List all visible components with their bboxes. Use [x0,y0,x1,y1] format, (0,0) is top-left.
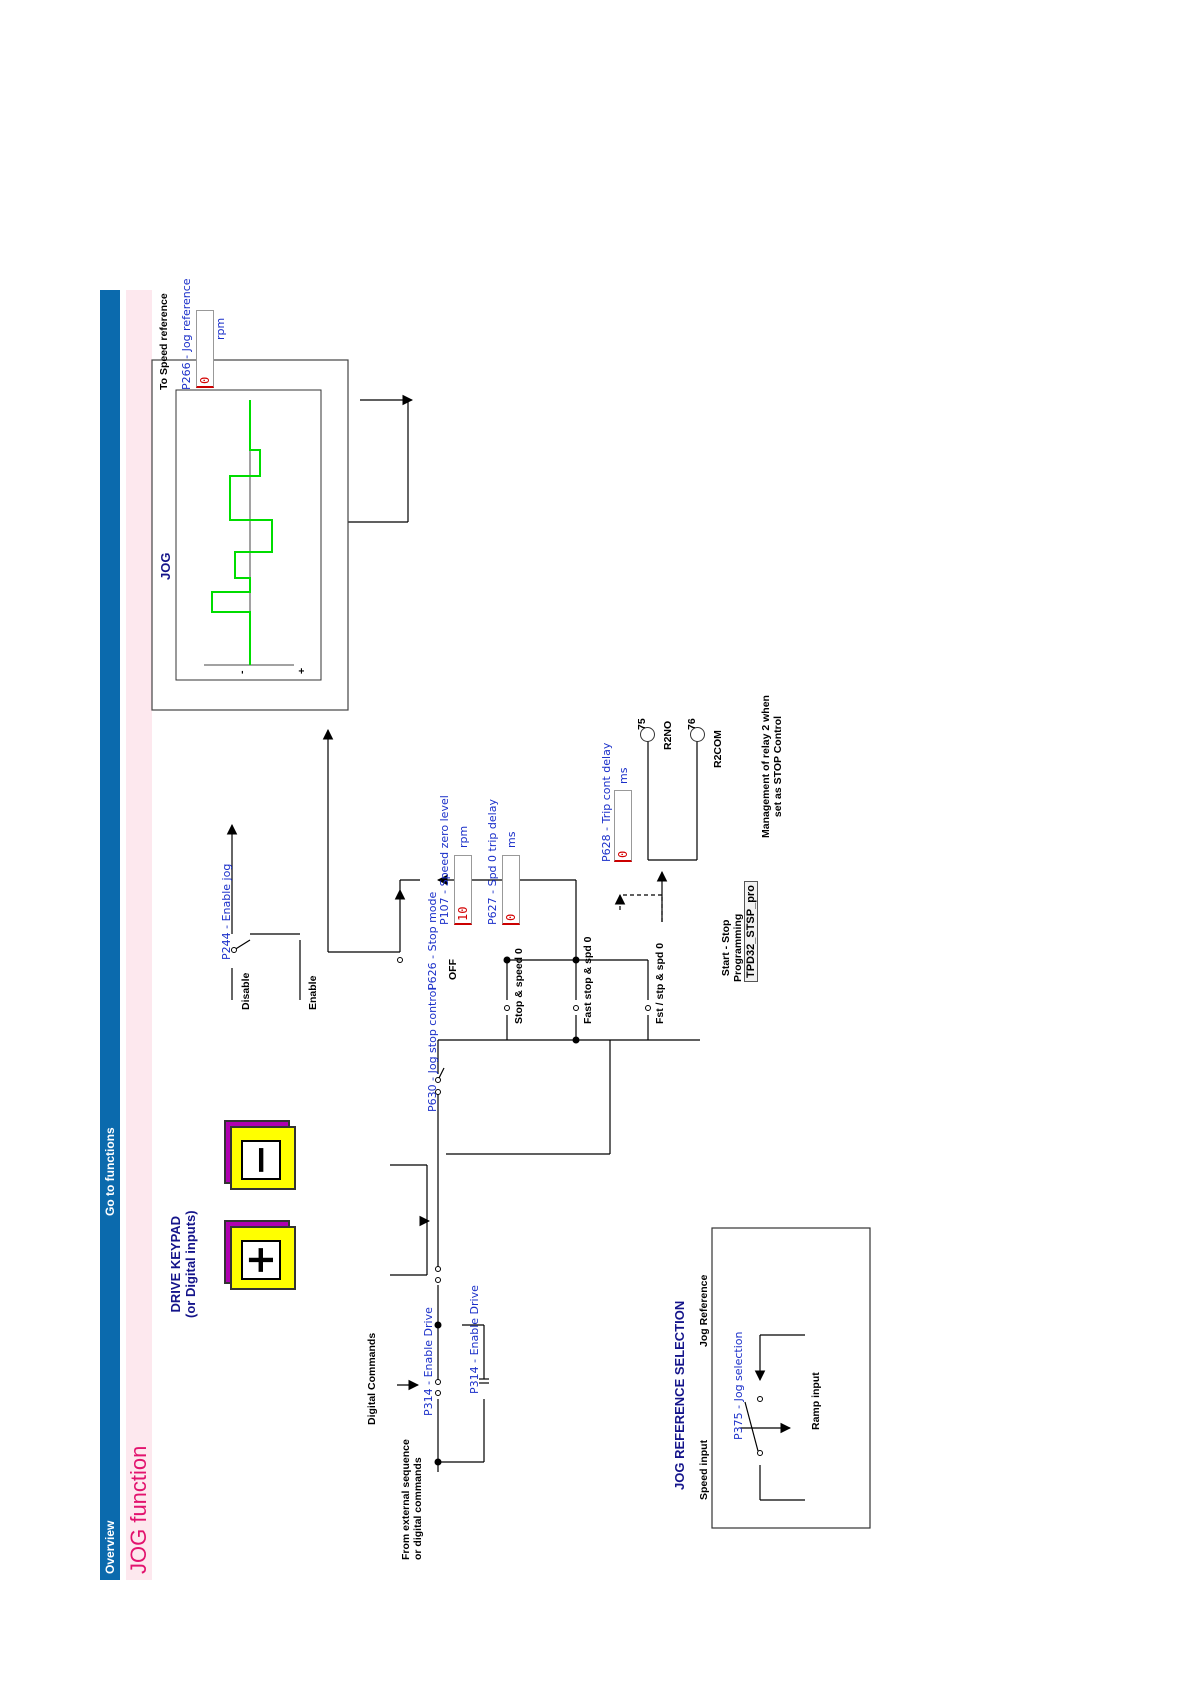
p266-value[interactable]: 0 [196,310,214,388]
to-speed-ref-label: To Speed reference [158,293,170,390]
jog-title: JOG [158,552,173,580]
p627-unit: ms [505,831,518,848]
r2no-label: R2NO [662,720,674,750]
jog-ref-sel-title: JOG REFERENCE SELECTION [672,1300,687,1490]
p314-label-b: P314 - Enable Drive [468,1285,481,1394]
minus-key[interactable]: − [224,1120,296,1190]
p627-label: P627 - Spd 0 trip delay [486,799,499,925]
plus-key[interactable]: + [224,1220,296,1290]
terminal-screw-icon [640,727,655,742]
rotated-diagram: Overview Go to functions JOG function [100,278,885,1580]
p630-label: P630 - Jog stop control [426,987,439,1112]
p266-label: P266 - Jog reference [180,278,193,390]
r2com-label: R2COM [712,730,724,768]
p107-unit: rpm [457,825,470,848]
digital-commands-label: Digital Commands [366,1332,378,1425]
plus-icon: + [238,1240,282,1280]
disable-label: Disable [240,972,252,1010]
wiring-diagram [151,359,871,1529]
ramp-input-label: Ramp input [810,1372,822,1430]
p107-value[interactable]: 10 [454,855,472,925]
from-external-label: From external sequence or digital comman… [400,1439,424,1560]
stop-speed0-option[interactable]: Stop & speed 0 [513,948,525,1024]
p628-unit: ms [617,767,630,784]
speed-input-label: Speed input [698,1439,710,1500]
relay-note: Management of relay 2 when set as STOP C… [760,695,784,838]
p628-value[interactable]: 0 [614,790,632,862]
p107-label: P107 - Speed zero level [438,795,451,925]
fst-stp-option[interactable]: Fst / stp & spd 0 [654,942,666,1024]
jog-minus-sign: - [236,670,248,675]
p627-value[interactable]: 0 [502,855,520,925]
jog-reference-label: Jog Reference [698,1274,710,1347]
jog-plus-sign: + [296,667,308,674]
jog-waveform [211,400,273,665]
minus-icon: − [238,1140,282,1180]
p266-unit: rpm [214,317,227,340]
start-stop-programming: Start - Stop Programming TPD32_STSP_pro [720,881,758,982]
fast-stop-option[interactable]: Fast stop & spd 0 [582,936,594,1024]
p375-label: P375 - Jog selection [732,1331,745,1441]
enable-label: Enable [307,975,319,1010]
p314-label-a: P314 - Enable Drive [422,1307,435,1416]
p628-label: P628 - Trip cont delay [600,742,613,862]
terminal-screw-icon [690,727,705,742]
off-label: OFF [447,959,459,980]
start-stop-link[interactable]: TPD32_STSP_pro [744,881,758,982]
p244-label: P244 - Enable jog [220,863,233,960]
keypad-title: DRIVE KEYPAD (or Digital inputs) [168,1210,198,1318]
